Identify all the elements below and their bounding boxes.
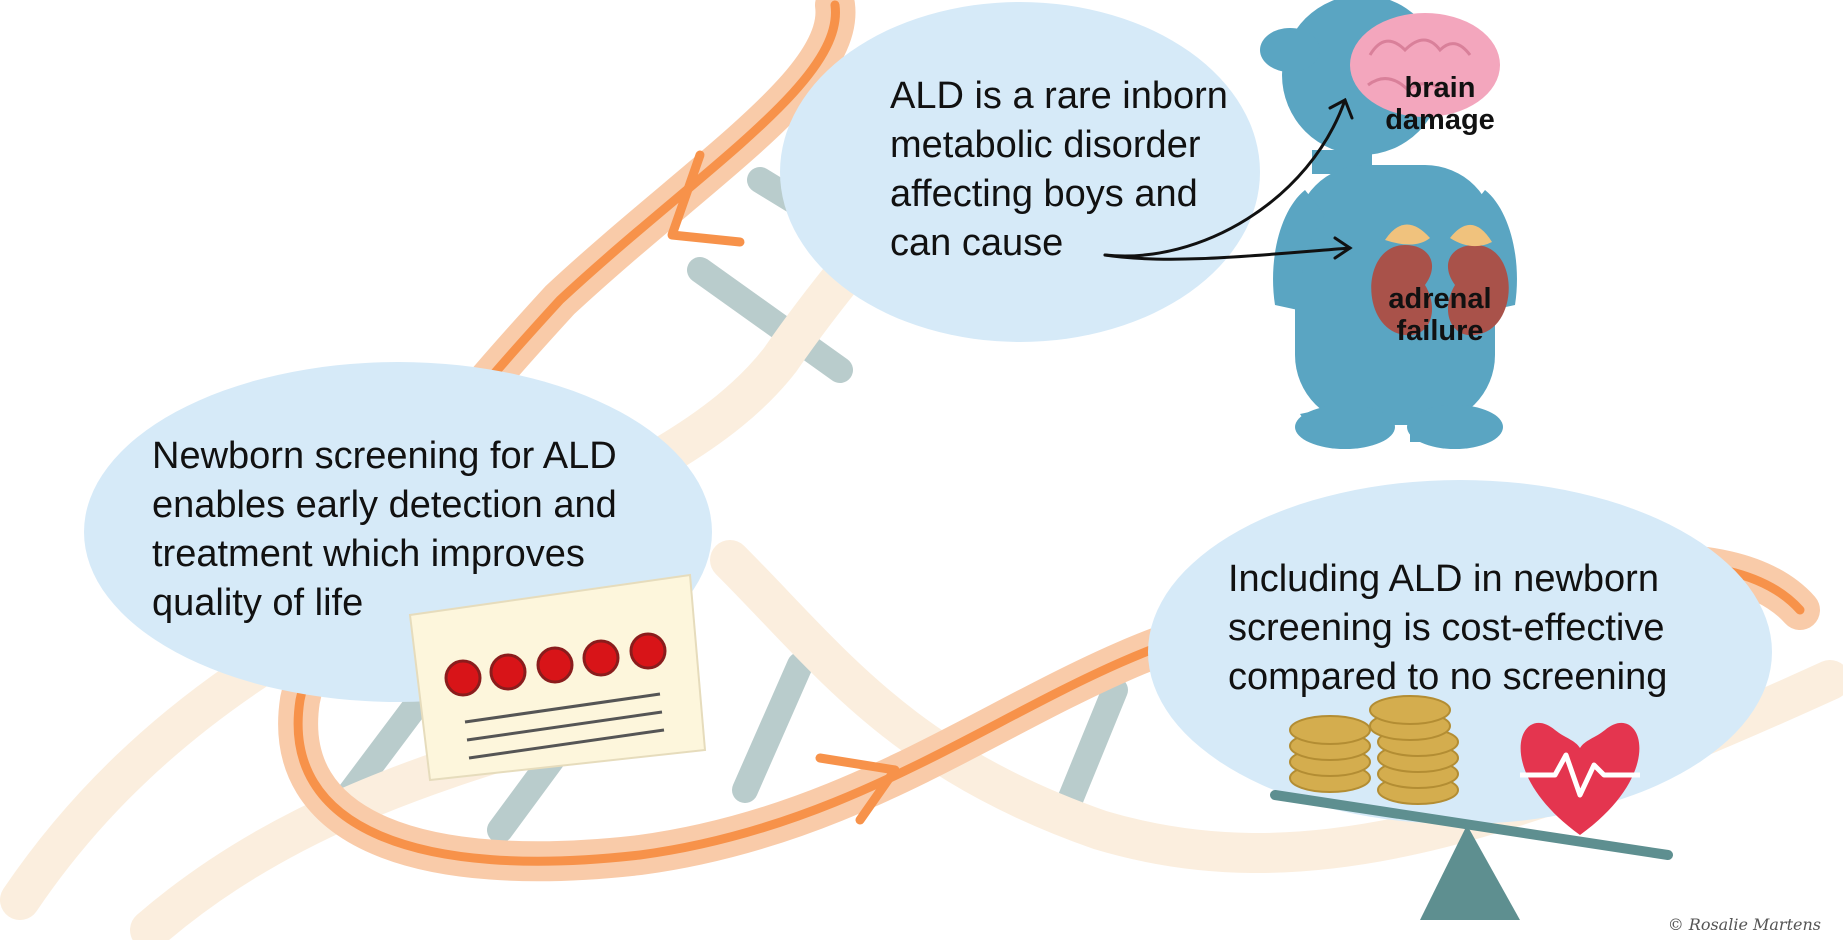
- dna-rung: [1057, 677, 1128, 813]
- blood-spot: [536, 646, 574, 684]
- brain-icon: [1350, 13, 1500, 117]
- cost-effective-text: Including ALD in newborn screening is co…: [1228, 558, 1668, 698]
- adrenal-failure-label: adrenal failure: [1388, 283, 1492, 347]
- blood-spot-card-icon: [408, 573, 707, 782]
- credit: © Rosalie Martens: [1667, 915, 1821, 934]
- newborn-screening-text: Newborn screening for ALD enables early …: [152, 435, 617, 624]
- cycle-arrowhead: [667, 150, 745, 247]
- dna-rung: [687, 257, 853, 383]
- blood-spot: [489, 653, 527, 691]
- blood-spot: [444, 659, 482, 697]
- pointer-arrows: [1103, 97, 1354, 261]
- kidney-icon: [1371, 224, 1509, 336]
- ald-intro-text: ALD is a rare inborn metabolic disorder …: [890, 75, 1228, 264]
- cycle-arrowhead: [815, 753, 900, 825]
- blood-spot: [582, 639, 620, 677]
- blood-spot: [629, 632, 667, 670]
- balance-scale-icon: [1270, 790, 1673, 920]
- heart-icon: [1520, 722, 1640, 835]
- coin-stack-icon: [1289, 695, 1459, 805]
- brain-damage-label: brain damage: [1385, 72, 1495, 136]
- dna-rung: [732, 652, 813, 803]
